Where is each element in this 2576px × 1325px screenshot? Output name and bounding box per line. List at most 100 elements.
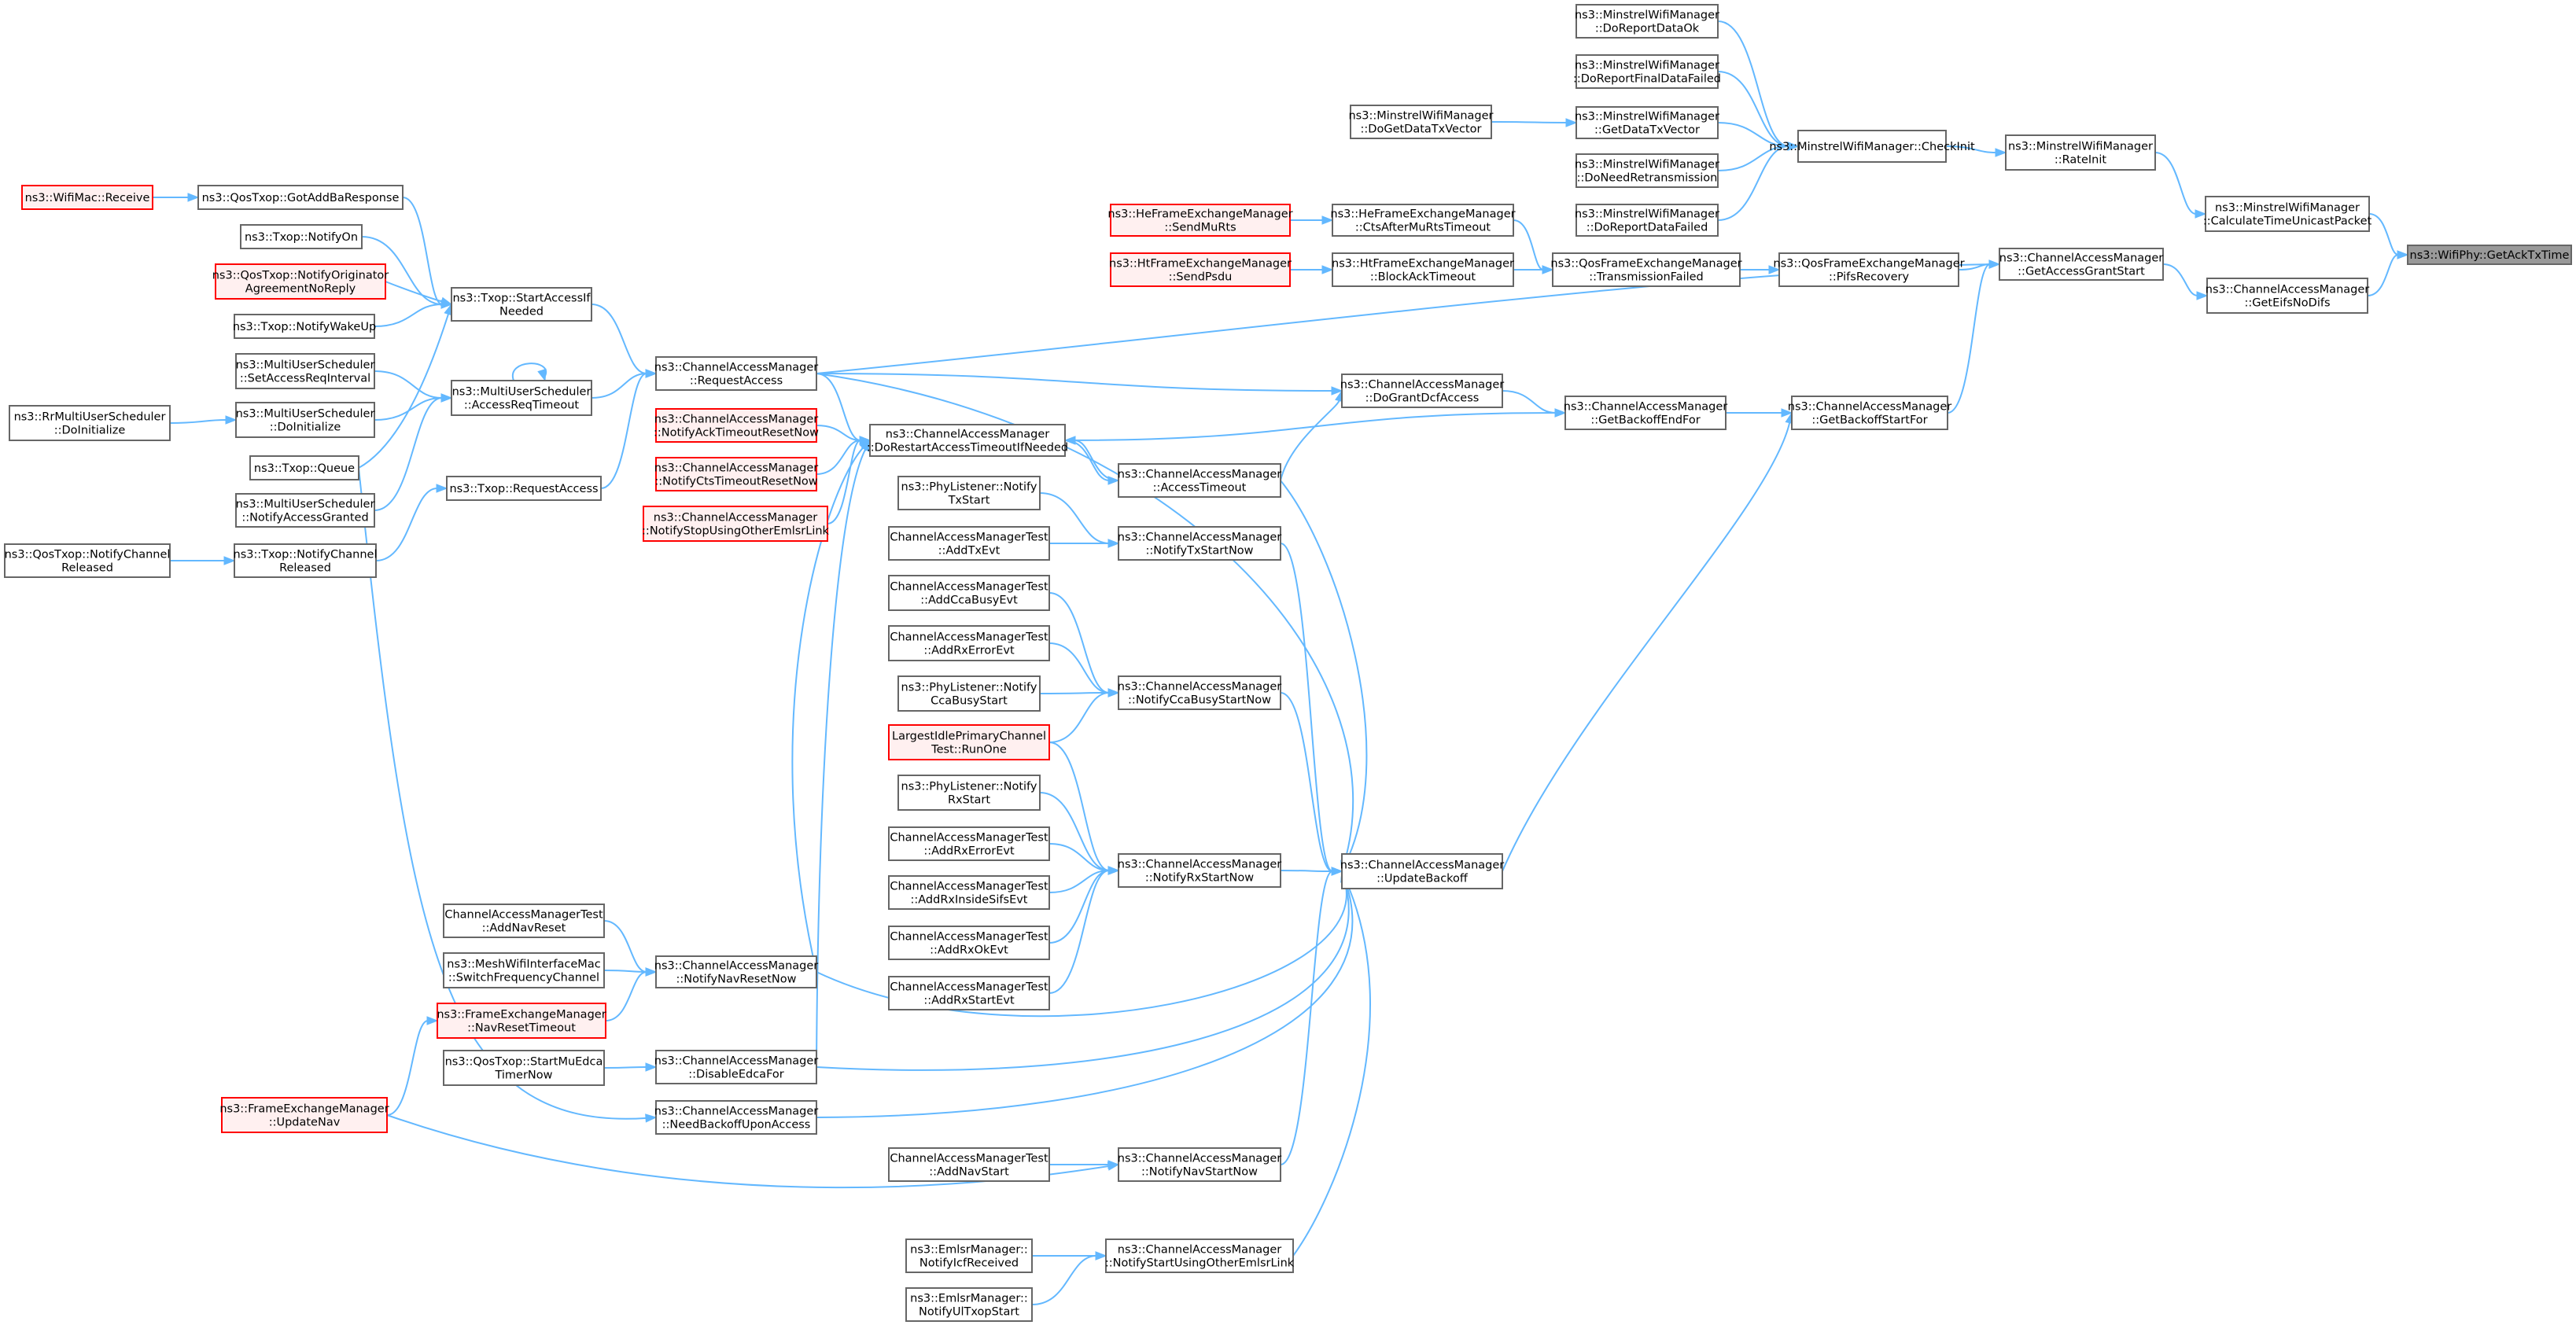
function-node[interactable]: ns3::QosFrameExchangeManager::Transmissi… (1550, 252, 1742, 287)
arrowhead (225, 415, 238, 425)
node-box (9, 405, 171, 441)
function-node[interactable]: ns3::HeFrameExchangeManager::SendMuRts (1107, 204, 1293, 237)
node-label: ns3::QosTxop::GotAddBaResponse (202, 192, 400, 204)
call-edge (169, 415, 238, 425)
function-node[interactable]: ns3::MinstrelWifiManager::DoReportFinalD… (1573, 54, 1721, 89)
node-box (643, 506, 828, 542)
function-node[interactable]: ns3::MinstrelWifiManager::GetDataTxVecto… (1575, 106, 1719, 139)
function-node[interactable]: ns3::MultiUserScheduler::SetAccessReqInt… (235, 353, 375, 389)
call-edge (1292, 870, 1371, 1257)
arrowhead (1321, 215, 1334, 225)
function-node[interactable]: ns3::HeFrameExchangeManager::CtsAfterMuR… (1330, 204, 1516, 237)
function-node[interactable]: ns3::EmlsrManager::NotifyIcfReceived (905, 1239, 1033, 1273)
node-label: ns3::Txop::StartAccessIf (452, 293, 591, 305)
node-box (1552, 252, 1741, 287)
function-node[interactable]: ns3::PhyListener::NotifyTxStart (897, 476, 1041, 510)
node-label: ::GetAccessGrantStart (2018, 266, 2145, 278)
function-node[interactable]: ns3::ChannelAccessManager::NeedBackoffUp… (654, 1100, 819, 1135)
function-node[interactable]: ns3::ChannelAccessManager::GetEifsNoDifs (2206, 278, 2370, 314)
node-label: ns3::Txop::RequestAccess (449, 483, 598, 495)
function-node[interactable]: ChannelAccessManagerTest::AddNavStart (888, 1147, 1050, 1182)
function-node[interactable]: ns3::MinstrelWifiManager::DoReportDataOk (1575, 4, 1719, 39)
function-node[interactable]: ns3::Txop::NotifyWakeUp (233, 314, 376, 339)
function-node[interactable]: ns3::QosTxop::GotAddBaResponse (197, 185, 404, 210)
node-label: ns3::MeshWifiInterfaceMac (447, 959, 600, 971)
node-label: ns3::ChannelAccessManager (1788, 401, 1952, 414)
node-label: ns3::FrameExchangeManager (437, 1009, 606, 1021)
node-label: ::AccessReqTimeout (464, 399, 580, 412)
function-node[interactable]: ns3::ChannelAccessManager::NotifyNavStar… (1118, 1147, 1282, 1182)
function-node[interactable]: ChannelAccessManagerTest::AddRxErrorEvt (888, 625, 1050, 661)
function-node[interactable]: ChannelAccessManagerTest::AddRxInsideSif… (888, 875, 1050, 910)
function-node[interactable]: ns3::ChannelAccessManager::GetBackoffEnd… (1564, 396, 1728, 430)
function-node[interactable]: ChannelAccessManagerTest::AddNavReset (443, 904, 605, 938)
function-node[interactable]: ns3::MinstrelWifiManager::DoReportDataFa… (1575, 204, 1719, 237)
function-node[interactable]: ns3::MultiUserScheduler::AccessReqTimeou… (451, 380, 592, 416)
arrowhead (1321, 265, 1334, 274)
function-node[interactable]: ns3::ChannelAccessManager::NotifyAckTime… (654, 408, 819, 443)
node-label: ns3::Txop::NotifyOn (245, 231, 358, 244)
function-node[interactable]: ns3::ChannelAccessManager::NotifyStartUs… (1105, 1239, 1295, 1273)
function-node[interactable]: ns3::MinstrelWifiManager::RateInit (2005, 134, 2156, 171)
call-edge (1063, 436, 1119, 481)
function-node[interactable]: ns3::ChannelAccessManager::NotifyCcaBusy… (1118, 675, 1282, 710)
function-node[interactable]: ns3::HtFrameExchangeManager::BlockAckTim… (1332, 252, 1514, 287)
function-node[interactable]: ns3::EmlsrManager::NotifyUlTxopStart (905, 1287, 1033, 1322)
function-node[interactable]: ns3::PhyListener::NotifyCcaBusyStart (897, 675, 1041, 712)
function-node[interactable]: ns3::ChannelAccessManager::NotifyStopUsi… (642, 506, 830, 542)
node-label: ::GetBackoffEndFor (1590, 414, 1700, 427)
node-label: ns3::ChannelAccessManager (654, 512, 818, 524)
node-label: ::NotifyRxStartNow (1145, 872, 1254, 885)
function-node[interactable]: ns3::ChannelAccessManager::DoGrantDcfAcc… (1340, 374, 1505, 408)
function-node[interactable]: ns3::MinstrelWifiManager::CheckInit (1769, 130, 1975, 163)
function-node[interactable]: ns3::QosFrameExchangeManager::PifsRecove… (1773, 252, 1965, 287)
function-node[interactable]: ns3::ChannelAccessManager::GetBackoffSta… (1788, 396, 1952, 430)
function-node[interactable]: ns3::ChannelAccessManager::NotifyTxStart… (1118, 526, 1282, 561)
function-node[interactable]: ns3::Txop::RequestAccess (446, 476, 602, 501)
function-node[interactable]: ns3::ChannelAccessManager::DoRestartAcce… (867, 424, 1068, 457)
function-node[interactable]: ChannelAccessManagerTest::AddTxEvt (888, 526, 1050, 561)
function-node[interactable]: ns3::ChannelAccessManager::GetAccessGran… (1999, 248, 2164, 281)
function-node[interactable]: ns3::ChannelAccessManager::NotifyNavRese… (654, 955, 819, 988)
function-node[interactable]: ns3::MeshWifiInterfaceMac::SwitchFrequen… (443, 952, 605, 988)
function-node[interactable]: ChannelAccessManagerTest::AddRxStartEvt (888, 976, 1050, 1010)
arrowhead (1988, 259, 2001, 269)
function-node[interactable]: ns3::MinstrelWifiManager::DoGetDataTxVec… (1348, 105, 1494, 139)
function-node[interactable]: ns3::ChannelAccessManager::NotifyCtsTime… (654, 457, 819, 491)
function-node[interactable]: ns3::ChannelAccessManager::NotifyRxStart… (1118, 853, 1282, 888)
node-box (1575, 106, 1719, 139)
function-node[interactable]: ns3::HtFrameExchangeManager::SendPsdu (1109, 252, 1292, 287)
function-node[interactable]: ChannelAccessManagerTest::AddCcaBusyEvt (888, 575, 1050, 611)
function-node[interactable]: ns3::ChannelAccessManager::DisableEdcaFo… (654, 1050, 819, 1084)
function-node[interactable]: ns3::ChannelAccessManager::RequestAccess (654, 356, 819, 391)
function-node[interactable]: ns3::Txop::Queue (249, 455, 359, 480)
function-node[interactable]: ns3::PhyListener::NotifyRxStart (897, 775, 1041, 811)
function-node[interactable]: ChannelAccessManagerTest::AddRxOkEvt (888, 926, 1050, 960)
function-node[interactable]: ns3::ChannelAccessManager::AccessTimeout (1118, 463, 1282, 498)
edge-line (1280, 692, 1333, 872)
function-node[interactable]: ns3::FrameExchangeManager::NavResetTimeo… (437, 1003, 606, 1039)
function-node[interactable]: ns3::MinstrelWifiManager::CalculateTimeU… (2203, 196, 2372, 232)
function-node[interactable]: ns3::QosTxop::NotifyOriginatorAgreementN… (212, 263, 389, 300)
root-function-node[interactable]: ns3::WifiPhy::GetAckTxTime (2407, 245, 2572, 265)
node-label: ChannelAccessManagerTest (890, 832, 1048, 845)
node-label: ns3::ChannelAccessManager (654, 462, 819, 475)
edge-line (1513, 219, 1544, 271)
node-box (905, 1287, 1033, 1322)
function-node[interactable]: ns3::ChannelAccessManager::UpdateBackoff (1340, 853, 1505, 889)
node-label: AgreementNoReply (245, 283, 356, 296)
function-node[interactable]: ns3::WifiMac::Receive (21, 185, 153, 210)
function-node[interactable]: ns3::MultiUserScheduler::DoInitialize (235, 402, 375, 438)
function-node[interactable]: ns3::MultiUserScheduler::NotifyAccessGra… (235, 493, 375, 528)
function-node[interactable]: ns3::Txop::NotifyOn (240, 224, 363, 249)
function-node[interactable]: ns3::MinstrelWifiManager::DoNeedRetransm… (1575, 153, 1719, 188)
function-node[interactable]: ChannelAccessManagerTest::AddRxErrorEvt (888, 826, 1050, 861)
function-node[interactable]: ns3::FrameExchangeManager::UpdateNav (219, 1097, 389, 1133)
function-node[interactable]: ns3::RrMultiUserScheduler::DoInitialize (9, 405, 171, 441)
edge-line (1048, 742, 1110, 871)
